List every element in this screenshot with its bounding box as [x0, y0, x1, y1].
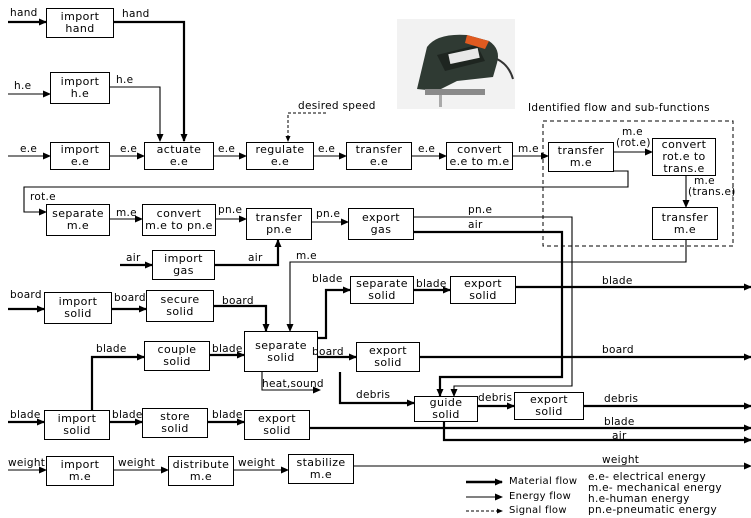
label-ee-4: e.e — [418, 143, 435, 155]
label-weight-2: weight — [238, 457, 275, 469]
label-air-out: air — [612, 430, 627, 442]
label-he-out: h.e — [116, 74, 133, 86]
label-air-2: air — [248, 252, 263, 264]
label-pne-2: pn.e — [316, 208, 340, 220]
label-board-3: board — [312, 346, 344, 358]
label-blade-4: blade — [212, 409, 243, 421]
label-board-2: board — [222, 295, 254, 307]
label-debris-2: debris — [478, 392, 512, 404]
label-ee-in: e.e — [20, 143, 37, 155]
legend-material-flow: Material flow — [509, 476, 577, 488]
label-debris-out: debris — [604, 393, 638, 405]
label-pne-3: pn.e — [468, 204, 492, 216]
label-weight-out: weight — [602, 454, 639, 466]
label-hand-in: hand — [10, 7, 38, 19]
flow-pne-out — [414, 217, 572, 396]
label-he-in: h.e — [14, 80, 31, 92]
flow-he — [110, 87, 160, 141]
label-board-in: board — [10, 289, 42, 301]
label-ee-3: e.e — [318, 143, 335, 155]
label-debris-1: debris — [356, 389, 390, 401]
legend-signal-flow: Signal flow — [509, 505, 567, 517]
label-board-1: board — [114, 292, 146, 304]
label-blade-in: blade — [10, 409, 41, 421]
label-blade-sep-out: blade — [416, 278, 447, 290]
flow-air-top — [414, 232, 562, 396]
abbrev-pne: pn.e-pneumatic energy — [588, 504, 717, 516]
label-weight-1: weight — [118, 457, 155, 469]
label-air-in: air — [126, 252, 141, 264]
label-me-1: m.e — [518, 143, 539, 155]
label-blade-3: blade — [112, 409, 143, 421]
label-blade-out-1: blade — [602, 275, 633, 287]
label-ee-2: e.e — [218, 143, 235, 155]
jigsaw-icon — [397, 19, 515, 109]
legend-energy-flow: Energy flow — [509, 491, 571, 503]
label-weight-in: weight — [8, 457, 45, 469]
label-blade-couple: blade — [96, 343, 127, 355]
label-pne-1: pn.e — [218, 204, 242, 216]
label-heat-sound: heat,sound — [262, 378, 324, 390]
label-blade-sep: blade — [312, 273, 343, 285]
label-desired-speed: desired speed — [298, 100, 376, 112]
label-rote: rot.e — [30, 191, 56, 203]
label-rote-paren: (rot.e) — [616, 137, 651, 149]
label-board-out: board — [602, 344, 634, 356]
label-ee-1: e.e — [120, 143, 137, 155]
label-identified: Identified flow and sub-functions — [528, 102, 710, 114]
label-hand-out: hand — [122, 8, 150, 20]
label-me-3: m.e — [296, 250, 317, 262]
jigsaw-photo — [397, 19, 515, 109]
label-blade-couple-out: blade — [212, 343, 243, 355]
label-blade-out-2: blade — [604, 416, 635, 428]
label-me-2: m.e — [116, 207, 137, 219]
label-transe-paren: (trans.e) — [688, 186, 736, 198]
signal-desired-speed — [288, 113, 326, 141]
label-air-top: air — [468, 219, 483, 231]
flow-rote — [24, 171, 628, 212]
